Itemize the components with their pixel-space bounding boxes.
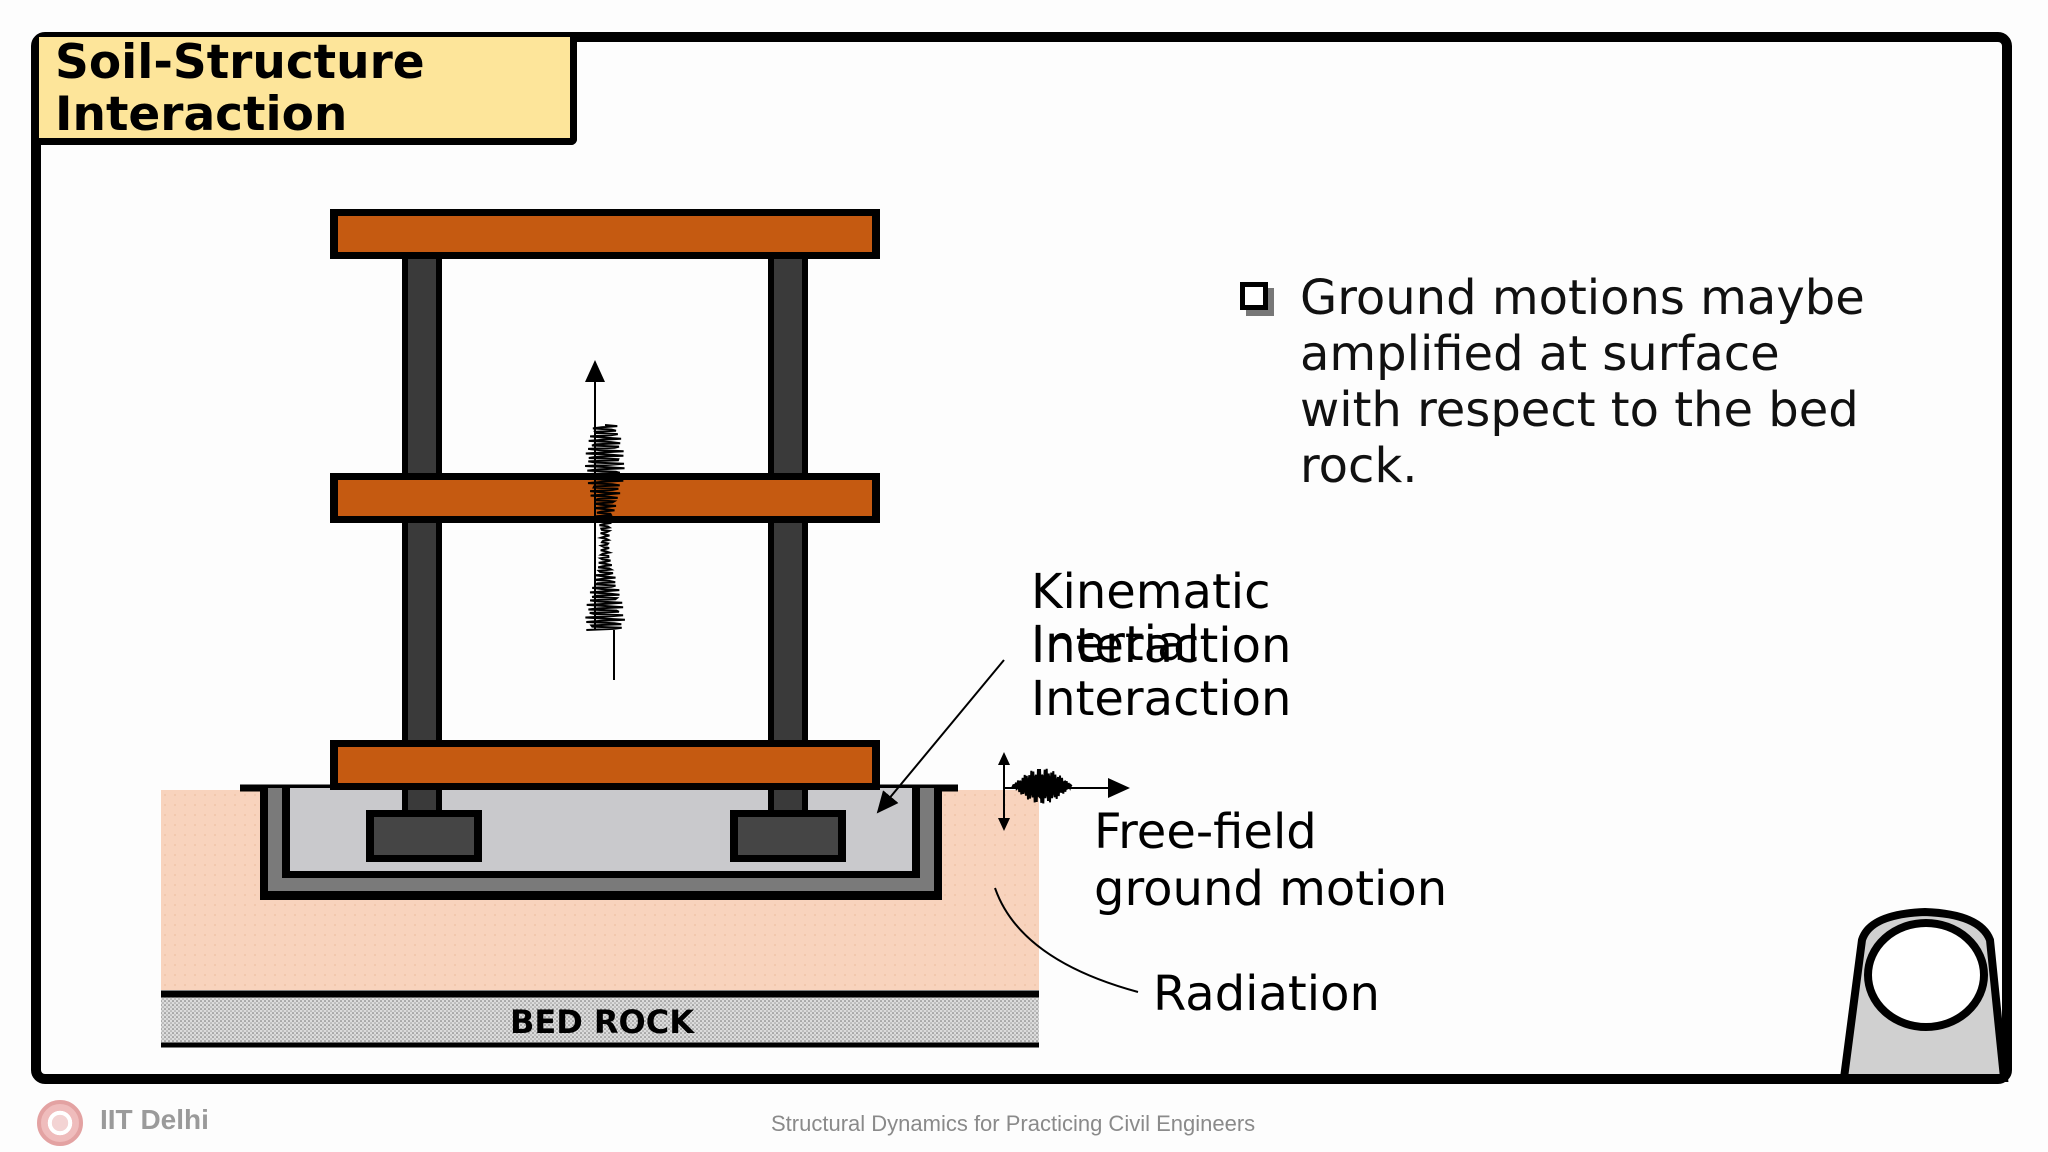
kinematic-label-line-3: Interaction	[1031, 671, 1291, 727]
bullet-line-3: with respect to the bed	[1300, 382, 1859, 438]
kinematic-label-line-2: Interaction	[1031, 618, 1291, 674]
structure-response-signal	[585, 424, 625, 631]
kinematic-label-line-1: Kinematic	[1031, 564, 1270, 620]
checkbox-bullet-icon	[1240, 282, 1268, 310]
free-field-label-line-2: ground motion	[1094, 861, 1447, 917]
column-right	[774, 255, 802, 815]
bullet-line-1: Ground motions maybe	[1300, 270, 1865, 326]
slab-roof	[338, 216, 872, 252]
presenter-placeholder-ring	[1864, 919, 1988, 1031]
bed-rock-label: BED ROCK	[510, 1003, 695, 1041]
slide-title-line-1: Soil-Structure	[55, 35, 425, 90]
bullet-line-4: rock.	[1300, 438, 1418, 494]
bed-rock-layer	[161, 992, 1039, 1046]
radiation-leader-line	[994, 887, 1139, 993]
radiation-label: Radiation	[1153, 966, 1380, 1022]
free-field-arrow-up	[998, 752, 1010, 765]
footer-course-title: Structural Dynamics for Practicing Civil…	[771, 1111, 1256, 1136]
footing-left	[374, 817, 474, 855]
column-left	[408, 255, 436, 815]
free-field-arrow-down	[998, 818, 1010, 831]
iit-delhi-seal-icon	[37, 1100, 83, 1146]
interaction-leader-arrow	[876, 659, 1005, 814]
slide-title-box: Soil-Structure Interaction	[39, 35, 577, 145]
free-field-label-line-1: Free-field	[1094, 804, 1317, 860]
footer-org: IIT Delhi	[100, 1104, 209, 1135]
slide-title-line-2: Interaction	[55, 87, 348, 142]
inertial-label: Inertial	[1031, 616, 1200, 672]
footing-right	[738, 817, 838, 855]
bullet-line-2: amplified at surface	[1300, 326, 1780, 382]
slab-base	[338, 747, 872, 783]
free-field-signal	[1011, 768, 1073, 804]
